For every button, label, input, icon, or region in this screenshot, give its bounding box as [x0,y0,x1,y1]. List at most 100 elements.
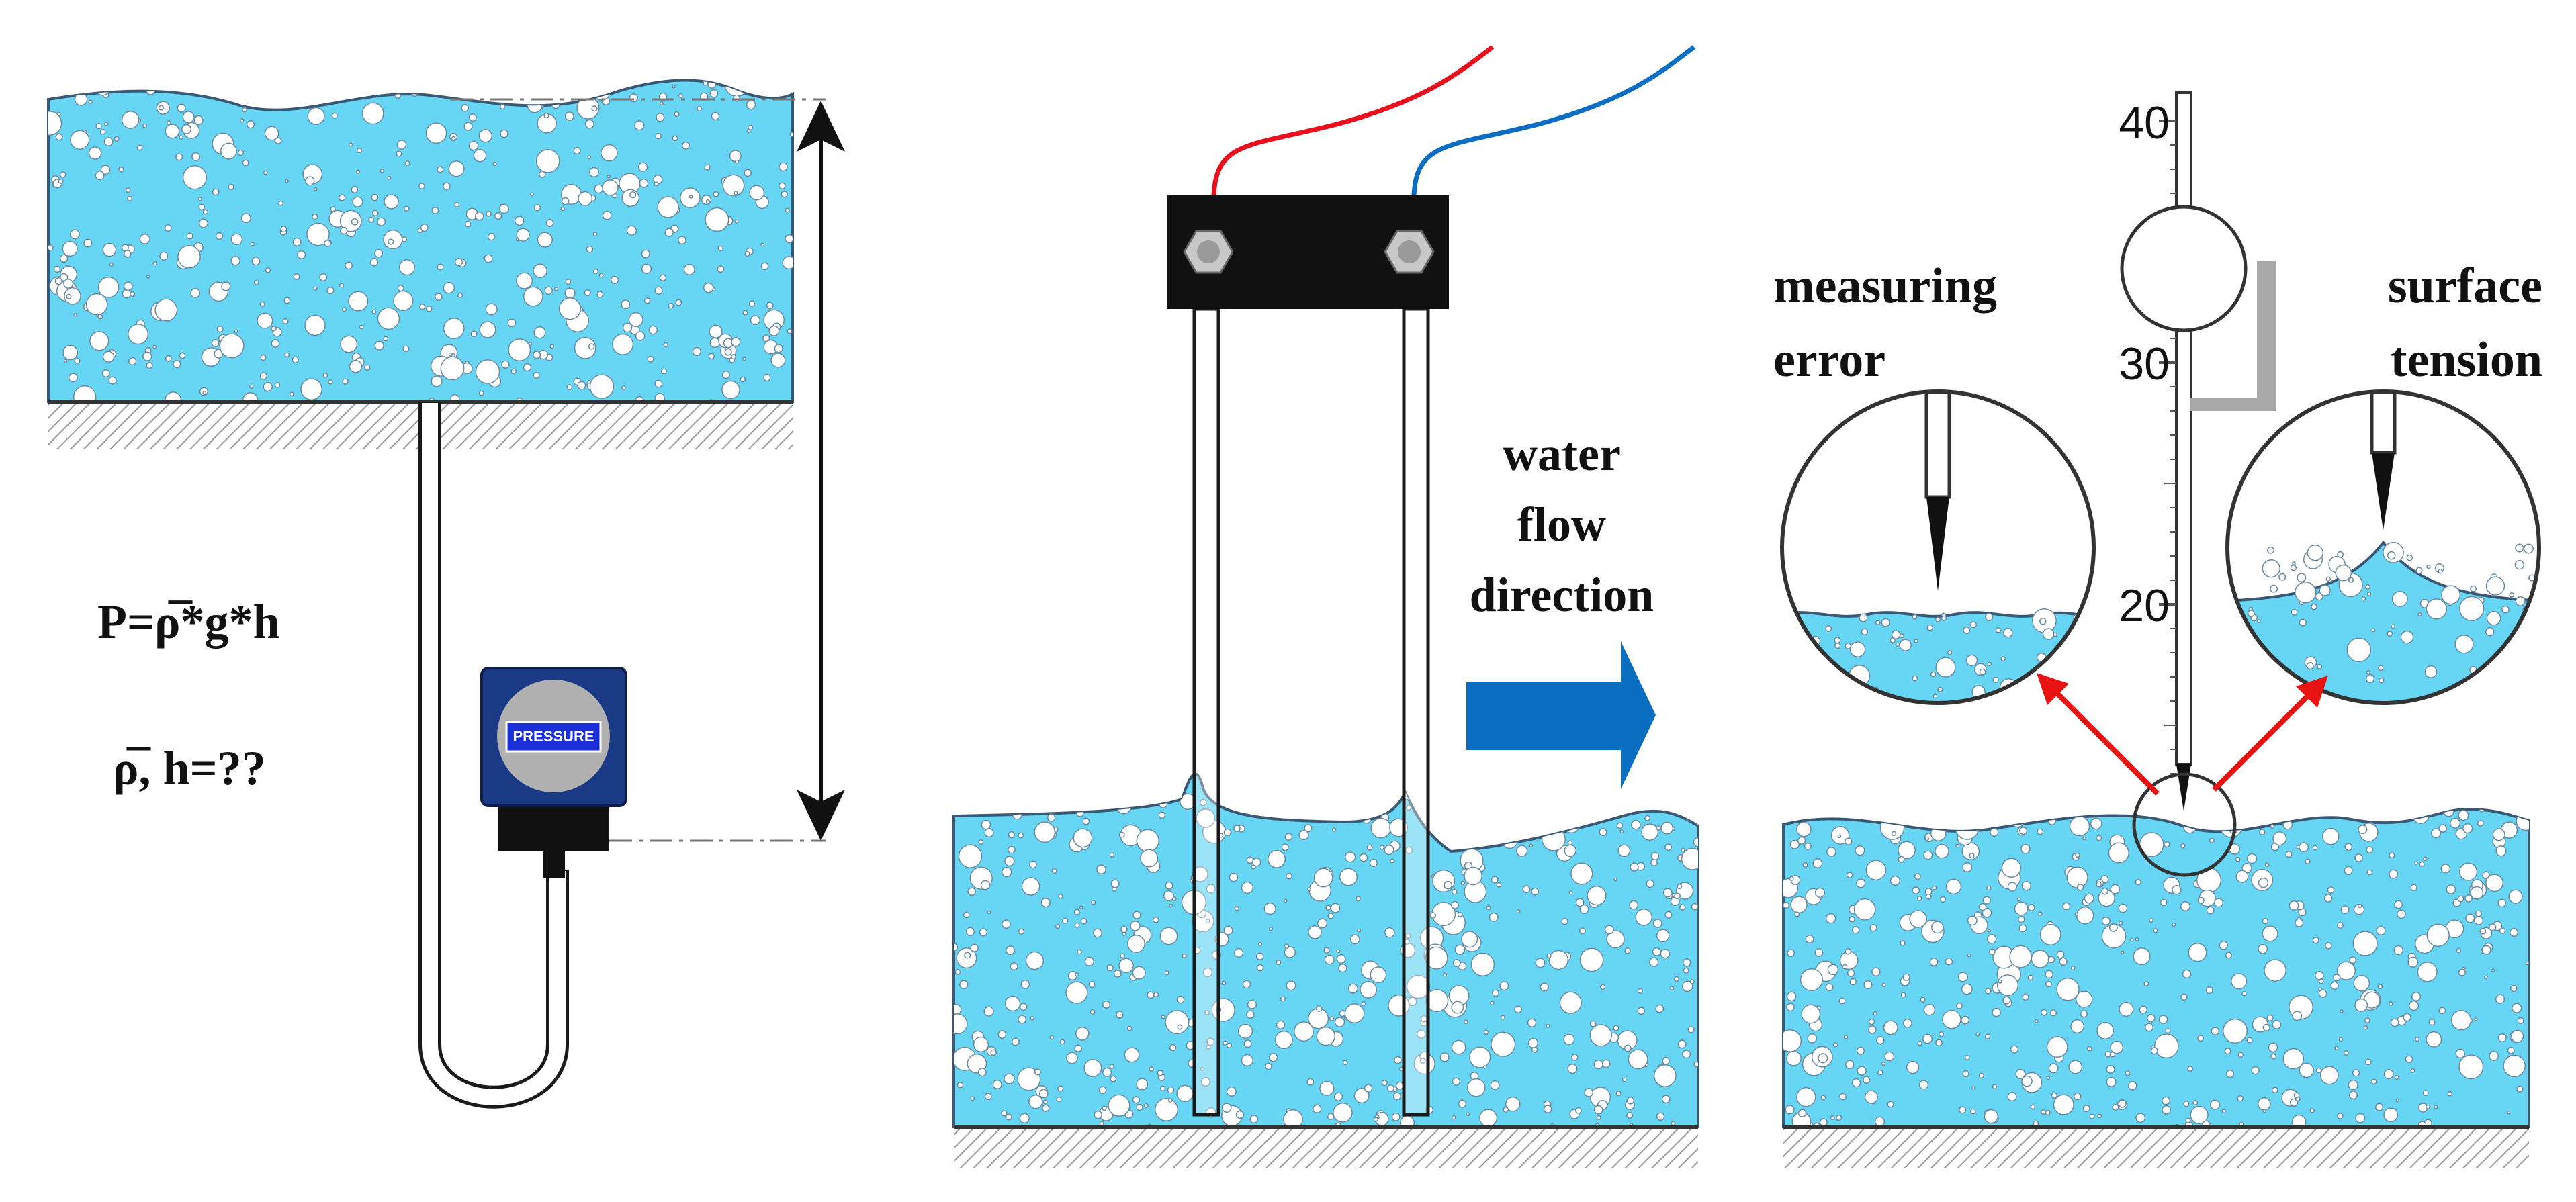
bubble [2447,1091,2453,1097]
bubble [352,196,363,207]
bubble [2180,901,2191,912]
bubble [772,80,789,91]
bubble [1978,903,1987,911]
bubble [545,218,554,227]
bubble [1066,1052,1078,1064]
bubble [1284,943,1290,950]
bubble [641,249,650,259]
height-arrow-head-bottom [797,790,845,841]
bubble [242,107,247,113]
bubble [507,318,517,328]
bubble [1110,879,1120,888]
bubble [1604,925,1614,935]
bubble [628,312,643,327]
bubble [1665,782,1689,806]
bubble [369,258,379,267]
bubble [2389,852,2395,859]
bubble [2337,922,2344,929]
bubble [1169,1044,1177,1052]
bubble [1491,1031,1516,1057]
bubble [2393,945,2403,956]
bubble [1082,817,1090,825]
bubble [1127,935,1145,953]
bubble [655,132,662,140]
bubble [1561,917,1568,925]
bubble [1270,801,1282,813]
bubble [1369,858,1378,868]
bubble [1416,1029,1426,1039]
bubble [85,293,108,316]
bubble [1570,862,1593,885]
bubble [250,242,255,246]
bubble [95,81,110,96]
bubble [1339,868,1358,886]
bubble [2450,817,2461,829]
bubble [997,1030,1007,1039]
bubble [2406,554,2413,561]
bubble [2042,628,2055,640]
bubble [231,97,236,102]
bubble [2516,811,2529,831]
bubble [2383,1069,2394,1080]
bubble [1018,928,1025,935]
bubble [1065,981,1088,1004]
water-body-3 [1782,808,2530,1128]
left-electrode [1192,307,1220,1117]
bubble [1929,957,1939,966]
bubble [54,277,63,285]
height-arrow-head-top [797,101,845,152]
bubble [1486,905,1491,911]
bubble [1429,912,1437,919]
bubble [461,104,470,112]
bubble [1945,878,1962,894]
bubble [744,169,752,177]
bubble [1839,1093,1847,1101]
bubble [1349,934,1360,945]
bubble [264,126,279,141]
bubble [2021,880,2032,891]
bubble [970,1096,975,1101]
bubble [2428,1019,2436,1026]
bubble [1998,979,2002,984]
pressure-sensor-label: PRESSURE [513,728,594,745]
bubble [388,238,394,245]
bubble [2358,903,2362,909]
gauge-scale-20: 20 [2119,580,2170,631]
bubble [1029,802,1040,813]
bubble [1902,1018,1912,1028]
gauge-rod-tip [2176,764,2191,811]
bubble [586,245,594,253]
bubble [2090,817,2102,830]
bubble [1106,964,1114,972]
bubble [1789,839,1800,849]
bubble [326,286,335,295]
bubble [2246,1037,2253,1044]
bubble [2394,900,2403,909]
bubble [2270,824,2275,829]
bubble [565,279,572,285]
bubble [361,102,384,125]
bubble [396,150,402,157]
bubble [2135,878,2141,886]
bubble [1906,1060,1920,1074]
bubble [474,212,484,221]
bubble [668,302,674,309]
flow-label-line3: direction [1470,568,1654,622]
bubble [2395,1098,2399,1103]
bubble [359,324,364,330]
bubble [1677,1039,1687,1049]
bubble [1242,980,1251,989]
bubble [1589,1020,1597,1027]
bubble [1164,970,1169,976]
bubble [1641,823,1659,841]
bubble [1814,948,1824,957]
bubble [1457,911,1463,917]
bubble [1653,1064,1677,1087]
bubble [2366,869,2373,876]
bubble [1147,991,1155,999]
bubble [431,206,439,214]
bubble [1671,1121,1676,1126]
bubble [1922,1033,1933,1044]
bubble [2340,1009,2344,1013]
bubble [457,292,463,298]
